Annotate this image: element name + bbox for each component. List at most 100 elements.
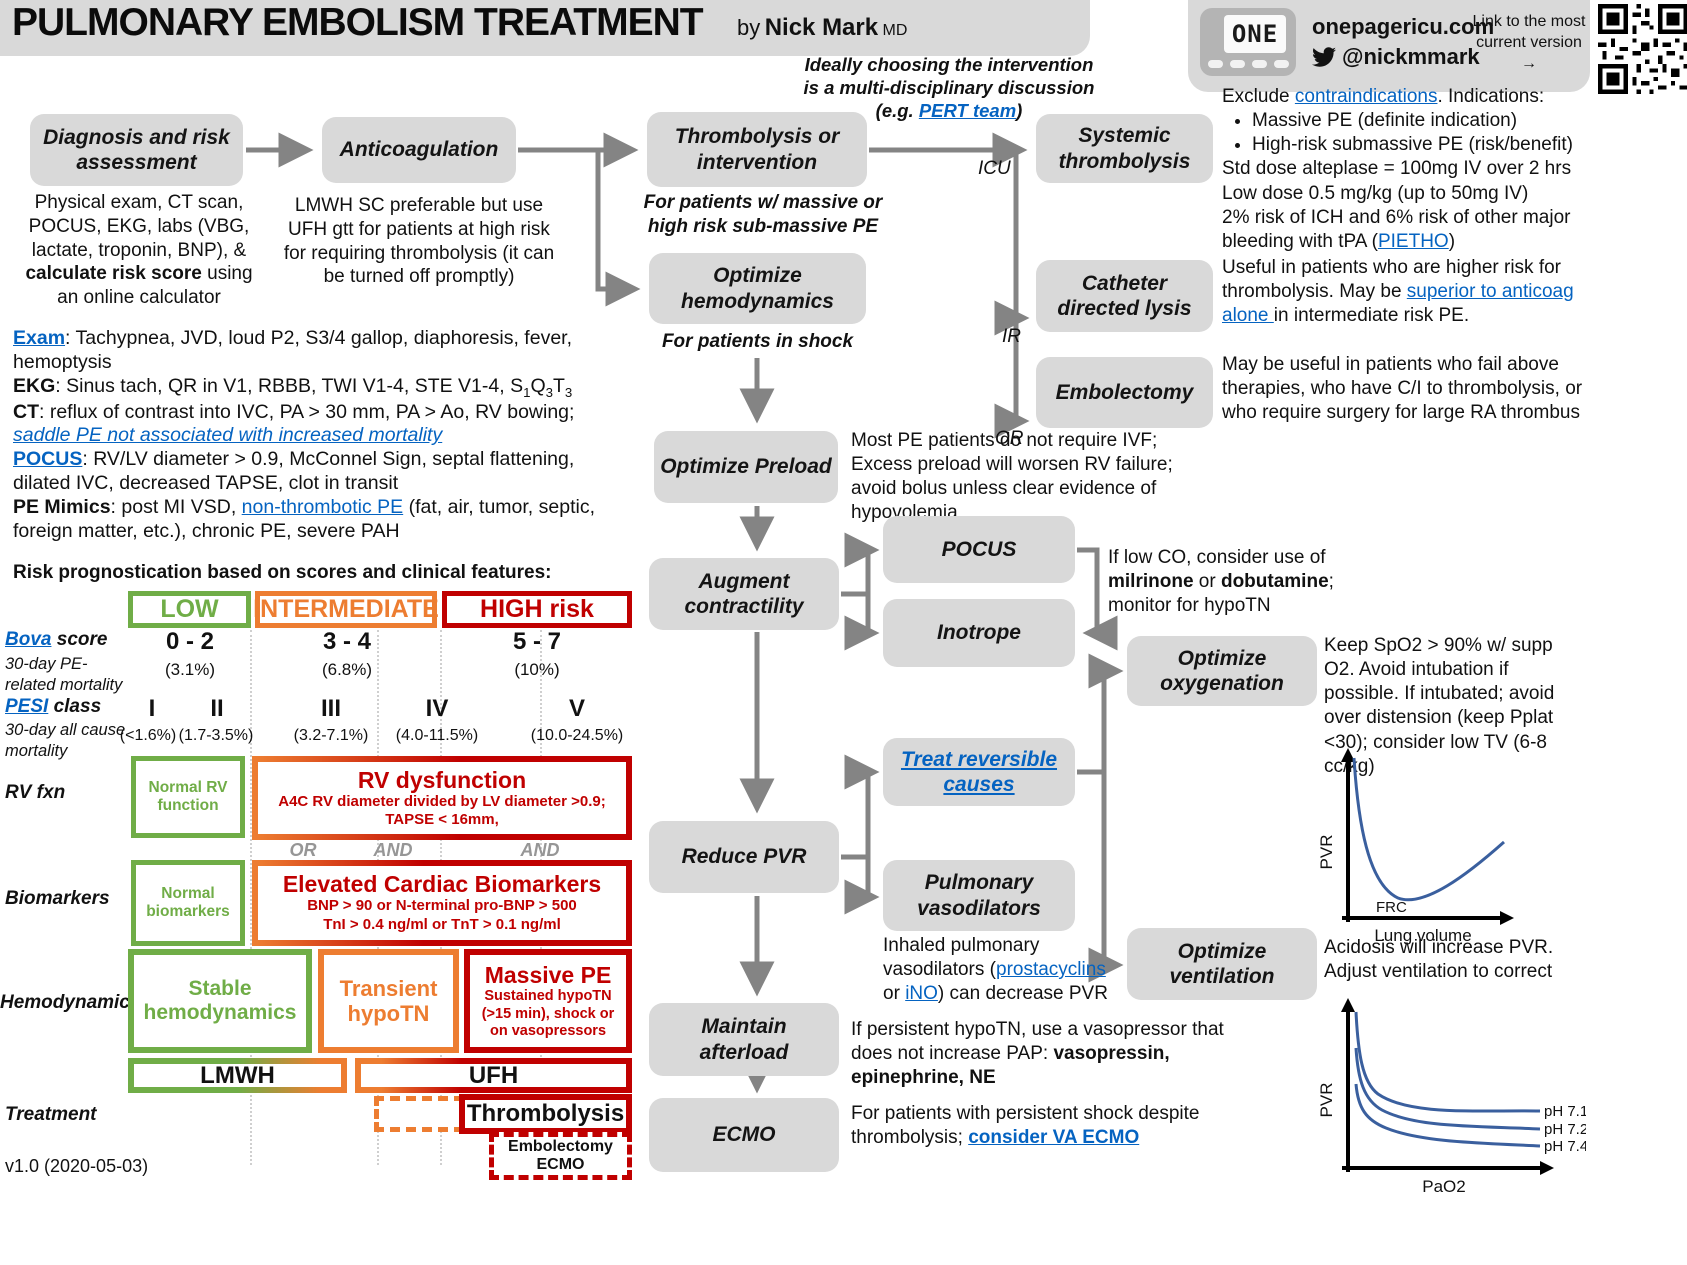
pert-team-link[interactable]: PERT team <box>918 100 1017 122</box>
ekg-sub: 1 <box>523 384 531 400</box>
chart1-ylabel: PVR <box>1318 835 1336 870</box>
systemic-text2: . Indications: <box>1437 86 1545 107</box>
pvr-pao2-chart: pH 7.1 pH 7.2 pH 7.4 PaO2 PVR <box>1318 998 1586 1196</box>
one-monitor-logo: ONE <box>1200 8 1296 76</box>
bova-label-rest: score <box>51 629 108 650</box>
bleeding-risk-line: 2% risk of ICH and 6% risk of other majo… <box>1222 206 1574 254</box>
bova-low-value: 0 - 2 <box>165 628 215 655</box>
systemic-indications-line: Exclude contraindications. Indications: <box>1222 85 1574 109</box>
pe-mimics-line: PE Mimics: post MI VSD, non-thrombotic P… <box>13 496 635 544</box>
low-co-text2: or <box>1193 571 1221 593</box>
node-reduce-pvr: Reduce PVR <box>649 821 839 893</box>
pesi-class-2: II <box>210 695 224 722</box>
afterload-text: If persistent hypoTN, use a vasopressor … <box>851 1019 1224 1065</box>
twitter-handle: @nickmmark <box>1342 44 1480 69</box>
node-pulmonary-vasodilators: Pulmonary vasodilators <box>883 860 1075 931</box>
bova-high-pct: (10%) <box>514 660 560 679</box>
logic-and-1: AND <box>373 840 413 860</box>
node-inotrope: Inotrope <box>883 599 1075 667</box>
bova-int-pct: (6.8%) <box>321 660 373 679</box>
superior-anticoag-link[interactable]: superior to anticoag alone <box>1222 281 1574 327</box>
massive-pe-criteria: Sustained hypoTN (>15 min), shock or on … <box>481 988 615 1039</box>
exam-findings-block: Exam: Tachypnea, JVD, loud P2, S3/4 gall… <box>13 327 635 543</box>
treatment-row-label: Treatment <box>5 1104 97 1125</box>
bova-int-value: 3 - 4 <box>322 628 372 655</box>
node-maintain-afterload: Maintain afterload <box>649 1003 839 1076</box>
alteplase-low-dose: Low dose 0.5 mg/kg (up to 50mg IV) <box>1222 182 1529 204</box>
pert-note-text2: ) <box>1016 100 1023 122</box>
bleeding-risk-text2: ) <box>1448 230 1456 252</box>
bova-low-pct: (3.1%) <box>164 660 216 679</box>
pesi-pct-4: (4.0-11.5%) <box>395 727 479 744</box>
node-systemic-thrombolysis: Systemic thrombolysis <box>1036 114 1213 183</box>
pe-mimics-text2: (fat, air, tumor, septic, foreign matter… <box>13 495 595 542</box>
pert-note: Ideally choosing the intervention is a m… <box>803 53 1095 122</box>
prostacyclins-link[interactable]: prostacyclins <box>996 959 1106 981</box>
ct-label: CT <box>13 400 39 423</box>
monitor-dash-icon <box>1252 60 1267 68</box>
node-optimize-oxygenation: Optimize oxygenation <box>1127 636 1317 706</box>
indication-item: Massive PE (definite indication) <box>1252 109 1574 133</box>
pocus-line: POCUS: RV/LV diameter > 0.9, McConnel Si… <box>13 448 635 496</box>
transient-hypotn-box: Transient hypoTN <box>318 949 459 1053</box>
catheter-note: Useful in patients who are higher risk f… <box>1222 256 1576 328</box>
node-catheter-directed-lysis: Catheter directed lysis <box>1036 260 1213 332</box>
pesi-pct-3: (3.2-7.1%) <box>293 727 369 744</box>
ph71-label: pH 7.1 <box>1544 1103 1586 1120</box>
version-label: v1.0 (2020-05-03) <box>5 1156 149 1176</box>
pesi-row-label: PESI class <box>5 696 101 718</box>
systemic-text: Exclude <box>1222 86 1295 107</box>
page-title: PULMONARY EMBOLISM TREATMENT <box>12 1 704 44</box>
pietho-link[interactable]: PIETHO <box>1377 230 1449 252</box>
pesi-sublabel: 30-day all cause mortality <box>5 721 126 760</box>
node-diagnosis: Diagnosis and risk assessment <box>30 114 243 186</box>
bova-row-label: Bova score <box>5 629 107 651</box>
pesi-class-5: V <box>568 695 586 722</box>
normal-rv-box: Normal RV function <box>131 756 245 838</box>
dobutamine-text: dobutamine <box>1220 571 1329 593</box>
ino-link[interactable]: iNO <box>905 983 938 1005</box>
node-optimize-ventilation: Optimize ventilation <box>1127 928 1317 1000</box>
chart2-xlabel: PaO2 <box>1422 1177 1465 1196</box>
node-treat-reversible-causes[interactable]: Treat reversible causes <box>883 738 1075 806</box>
pocus-text: : RV/LV diameter > 0.9, McConnel Sign, s… <box>13 448 575 494</box>
massive-pe-title: Massive PE <box>484 961 612 988</box>
pesi-pct-2: (1.7-3.5%) <box>178 727 254 744</box>
elevated-biomarkers-box: Elevated Cardiac Biomarkers BNP > 90 or … <box>252 860 632 946</box>
header-bar <box>0 0 1090 56</box>
diagnosis-caption: Physical exam, CT scan, POCUS, EKG, labs… <box>13 191 265 310</box>
qr-code <box>1598 2 1687 101</box>
site-link[interactable]: onepagericu.com <box>1312 14 1495 39</box>
alteplase-std-dose: Std dose alteplase = 100mg IV over 2 hrs <box>1222 158 1572 180</box>
ir-label: IR <box>1002 326 1021 347</box>
low-co-note: If low CO, consider use of milrinone or … <box>1108 546 1366 618</box>
non-thrombotic-pe-link[interactable]: non-thrombotic PE <box>241 495 404 518</box>
saddle-pe-link[interactable]: saddle PE not associated with increased … <box>13 424 443 447</box>
ekg-label: EKG <box>13 374 56 397</box>
treat-reversible-link[interactable]: Treat reversible causes <box>900 747 1058 796</box>
ekg-sub: 3 <box>545 384 553 400</box>
pert-note-text: Ideally choosing the intervention is a m… <box>803 54 1095 122</box>
anticoagulation-caption: LMWH SC preferable but use UFH gtt for p… <box>283 195 555 288</box>
col-header-low: LOW <box>128 591 251 628</box>
node-thrombolysis-intervention: Thrombolysis or intervention <box>647 112 867 187</box>
exam-link[interactable]: Exam <box>13 327 66 349</box>
ph72-label: pH 7.2 <box>1544 1121 1586 1138</box>
one-logo-text: ONE <box>1224 15 1286 53</box>
bova-link[interactable]: Bova <box>5 629 52 650</box>
col-header-high: HIGH risk <box>442 591 632 628</box>
twitter-bird-icon <box>1312 45 1336 69</box>
shock-caption: For patients in shock <box>661 331 854 352</box>
ecmo-note: For patients with persistent shock despi… <box>851 1102 1249 1150</box>
rv-row-label: RV fxn <box>5 782 66 803</box>
pocus-link[interactable]: POCUS <box>13 448 83 471</box>
contraindications-link[interactable]: contraindications <box>1294 86 1438 107</box>
massive-pe-box: Massive PE Sustained hypoTN (>15 min), s… <box>464 949 632 1053</box>
node-augment-contractility: Augment contractility <box>649 558 839 630</box>
col-header-intermediate: INTERMEDIATE <box>253 591 439 628</box>
va-ecmo-link[interactable]: consider VA ECMO <box>968 1127 1140 1149</box>
pesi-link[interactable]: PESI <box>5 696 49 717</box>
frc-annotation: FRC <box>1376 899 1407 916</box>
pesi-pct-5: (10.0-24.5%) <box>530 727 624 744</box>
twitter-row[interactable]: @nickmmark <box>1312 44 1480 70</box>
